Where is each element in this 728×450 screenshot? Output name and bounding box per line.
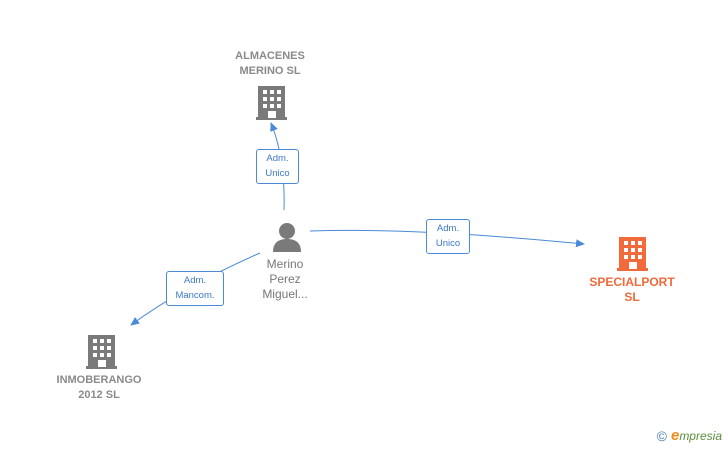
brand-name: mpresia [679, 429, 722, 443]
company-label-inmoberango[interactable]: INMOBERANGO 2012 SL [56, 374, 142, 401]
edge-label-to-inmoberango[interactable]: Adm. Mancom. [166, 271, 224, 306]
empresia-logo: © empresia [657, 427, 722, 444]
building-icon[interactable] [86, 335, 117, 369]
building-icon[interactable] [617, 237, 648, 271]
company-label-almacenes[interactable]: ALMACENES MERINO SL [235, 50, 305, 77]
building-icon[interactable] [256, 86, 287, 120]
person-icon[interactable] [273, 223, 301, 252]
copyright-icon: © [656, 427, 667, 444]
brand-initial: e [670, 427, 680, 444]
edge-label-to-almacenes[interactable]: Adm. Unico [256, 149, 299, 184]
person-label[interactable]: Merino Perez Miguel... [262, 257, 308, 301]
company-label-specialport[interactable]: SPECIALPORT SL [589, 275, 675, 304]
edge-label-to-specialport[interactable]: Adm. Unico [426, 219, 470, 254]
